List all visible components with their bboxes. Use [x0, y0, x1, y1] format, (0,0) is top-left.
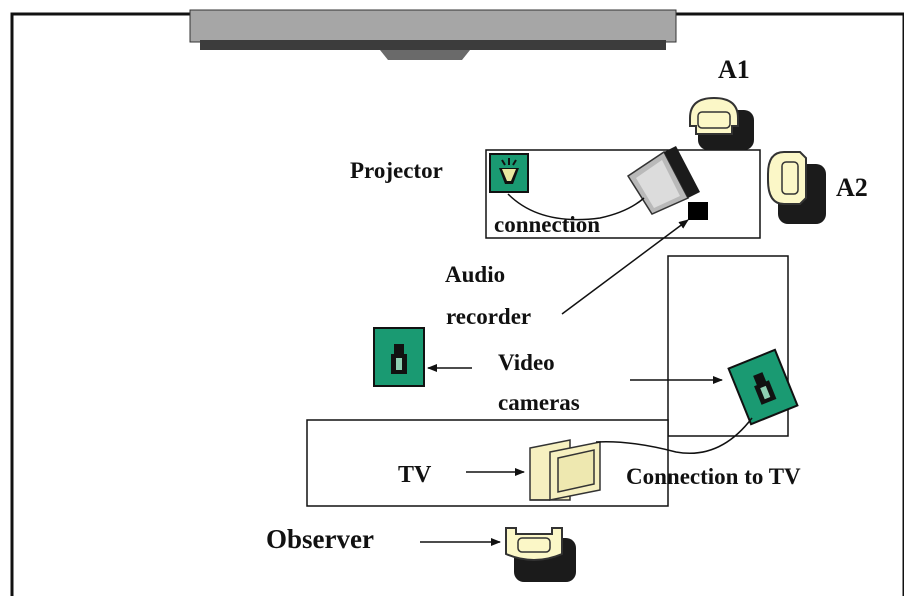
connection-cable	[507, 193, 645, 221]
video-camera-right-icon	[727, 348, 799, 426]
camera-table	[667, 255, 789, 437]
label-audio: Audio	[445, 262, 505, 287]
label-cameras: cameras	[498, 390, 580, 415]
tv-table	[306, 419, 669, 507]
speaker-table	[485, 149, 761, 239]
audio-recorder-arrow	[561, 219, 689, 315]
label-observer: Observer	[266, 524, 374, 554]
label-connection-to-tv: Connection to TV	[626, 464, 801, 489]
label-tv: TV	[398, 462, 432, 488]
chair-a2-icon	[767, 151, 826, 224]
label-a2: A2	[836, 173, 868, 202]
chair-observer-icon	[505, 527, 576, 582]
video-camera-left-icon	[373, 327, 425, 387]
label-a1: A1	[718, 55, 750, 84]
camera-tv-cable	[595, 417, 753, 454]
label-projector: Projector	[350, 158, 443, 183]
label-recorder: recorder	[446, 304, 531, 329]
projector-icon	[489, 153, 529, 193]
label-video: Video	[498, 350, 555, 375]
tv-icon	[529, 439, 601, 501]
chair-a1-icon	[689, 96, 754, 150]
projection-screen-icon	[189, 9, 677, 60]
audio-recorder-icon	[688, 202, 708, 220]
label-connection: connection	[494, 212, 600, 237]
